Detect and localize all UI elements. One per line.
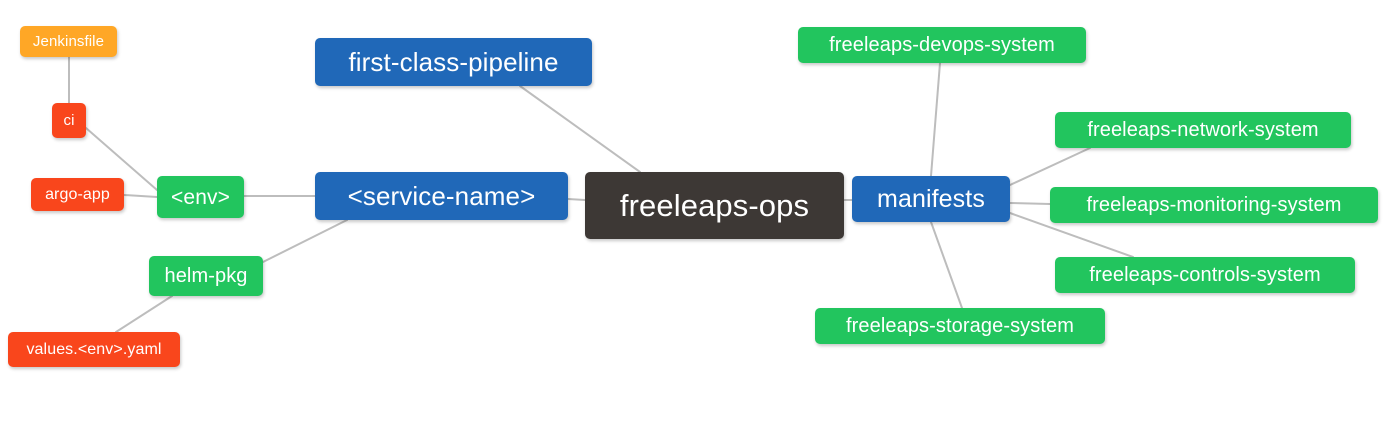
- node-label-jenkinsfile: Jenkinsfile: [32, 33, 105, 50]
- node-manifests[interactable]: manifests: [852, 176, 1010, 222]
- node-freeleaps-network-system[interactable]: freeleaps-network-system: [1055, 112, 1351, 148]
- node-ci[interactable]: ci: [52, 103, 86, 138]
- node-argo-app[interactable]: argo-app: [31, 178, 124, 211]
- node-freeleaps-ops[interactable]: freeleaps-ops: [585, 172, 844, 239]
- node-label-ci: ci: [63, 112, 75, 129]
- node-label-argo-app: argo-app: [45, 185, 110, 203]
- edge-manifests-to-freeleaps-storage-system: [930, 221, 963, 309]
- node-helm-pkg[interactable]: helm-pkg: [149, 256, 263, 296]
- edge-first-class-pipeline-to-freeleaps-ops: [519, 85, 641, 173]
- node-label-freeleaps-controls-system: freeleaps-controls-system: [1089, 264, 1321, 286]
- node-label-freeleaps-monitoring-system: freeleaps-monitoring-system: [1086, 194, 1342, 216]
- node-freeleaps-monitoring-system[interactable]: freeleaps-monitoring-system: [1050, 187, 1378, 223]
- node-jenkinsfile[interactable]: Jenkinsfile: [20, 26, 117, 57]
- node-freeleaps-controls-system[interactable]: freeleaps-controls-system: [1055, 257, 1355, 293]
- node-label-freeleaps-storage-system: freeleaps-storage-system: [845, 315, 1075, 337]
- node-label-env: <env>: [171, 185, 230, 209]
- node-freeleaps-devops-system[interactable]: freeleaps-devops-system: [798, 27, 1086, 63]
- edge-service-name-to-freeleaps-ops: [567, 198, 586, 201]
- edge-values-yaml-to-helm-pkg: [115, 295, 173, 333]
- node-label-first-class-pipeline: first-class-pipeline: [348, 47, 559, 77]
- node-first-class-pipeline[interactable]: first-class-pipeline: [315, 38, 592, 86]
- node-values-yaml[interactable]: values.<env>.yaml: [8, 332, 180, 367]
- node-label-values-yaml: values.<env>.yaml: [26, 340, 162, 358]
- edge-argo-app-to-env: [123, 194, 158, 198]
- node-env[interactable]: <env>: [157, 176, 244, 218]
- node-service-name[interactable]: <service-name>: [315, 172, 568, 220]
- node-label-helm-pkg: helm-pkg: [164, 265, 248, 287]
- node-freeleaps-storage-system[interactable]: freeleaps-storage-system: [815, 308, 1105, 344]
- node-label-manifests: manifests: [877, 184, 985, 213]
- node-label-freeleaps-network-system: freeleaps-network-system: [1087, 119, 1319, 141]
- node-label-freeleaps-devops-system: freeleaps-devops-system: [829, 34, 1055, 56]
- node-label-service-name: <service-name>: [347, 181, 536, 211]
- node-label-freeleaps-ops: freeleaps-ops: [619, 188, 810, 223]
- edge-manifests-to-freeleaps-monitoring-system: [1009, 202, 1051, 205]
- edge-helm-pkg-to-service-name: [262, 219, 348, 263]
- edge-manifests-to-freeleaps-devops-system: [930, 62, 941, 177]
- edge-manifests-to-freeleaps-network-system: [1009, 147, 1091, 186]
